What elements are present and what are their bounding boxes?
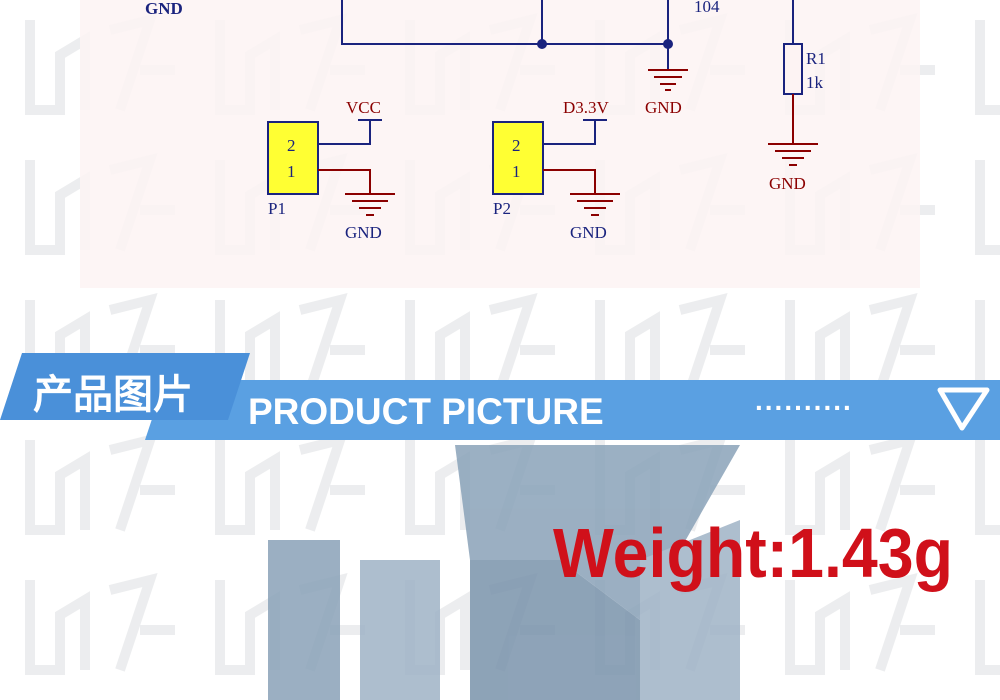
p1-gnd-label: GND [345, 223, 382, 242]
p2-pin2-label: 2 [512, 136, 521, 155]
p1-connector-body [267, 121, 319, 195]
r1-value-label: 1k [806, 73, 824, 92]
vcc-label: VCC [346, 98, 381, 117]
header-title-en: PRODUCT PICTURE [248, 391, 604, 432]
cap-ground-symbol [648, 44, 688, 91]
p1-pin1-label: 1 [287, 162, 296, 181]
d33v-label: D3.3V [563, 98, 610, 117]
p2-gnd-label: GND [570, 223, 607, 242]
header-dots: .......... [755, 385, 853, 416]
triangle-down-icon[interactable] [937, 387, 990, 431]
p2-wiring [543, 119, 607, 194]
p2-name-label: P2 [493, 199, 511, 218]
top-wiring [341, 0, 669, 45]
p1-wiring [318, 119, 382, 194]
product-logo-graphic [268, 445, 740, 700]
p2-pin1-label: 1 [512, 162, 521, 181]
gnd-label-top-left: GND [145, 0, 183, 18]
p1-name-label: P1 [268, 199, 286, 218]
header-title-cn: 产品图片 [33, 372, 193, 418]
gnd-label-r1: GND [769, 174, 806, 193]
product-weight-label: Weight:1.43g [553, 514, 953, 592]
p2-ground-symbol [570, 193, 620, 216]
p1-ground-symbol [345, 193, 395, 216]
cap-value-label: 104 [694, 0, 720, 16]
r1-name-label: R1 [806, 49, 826, 68]
r1-ground-symbol [768, 143, 818, 166]
p2-connector-body [492, 121, 544, 195]
p1-pin2-label: 2 [287, 136, 296, 155]
r1-resistor [783, 0, 803, 144]
gnd-label-cap: GND [645, 98, 682, 117]
header-cn-tab [0, 353, 250, 420]
header-main-bar [145, 380, 1000, 440]
